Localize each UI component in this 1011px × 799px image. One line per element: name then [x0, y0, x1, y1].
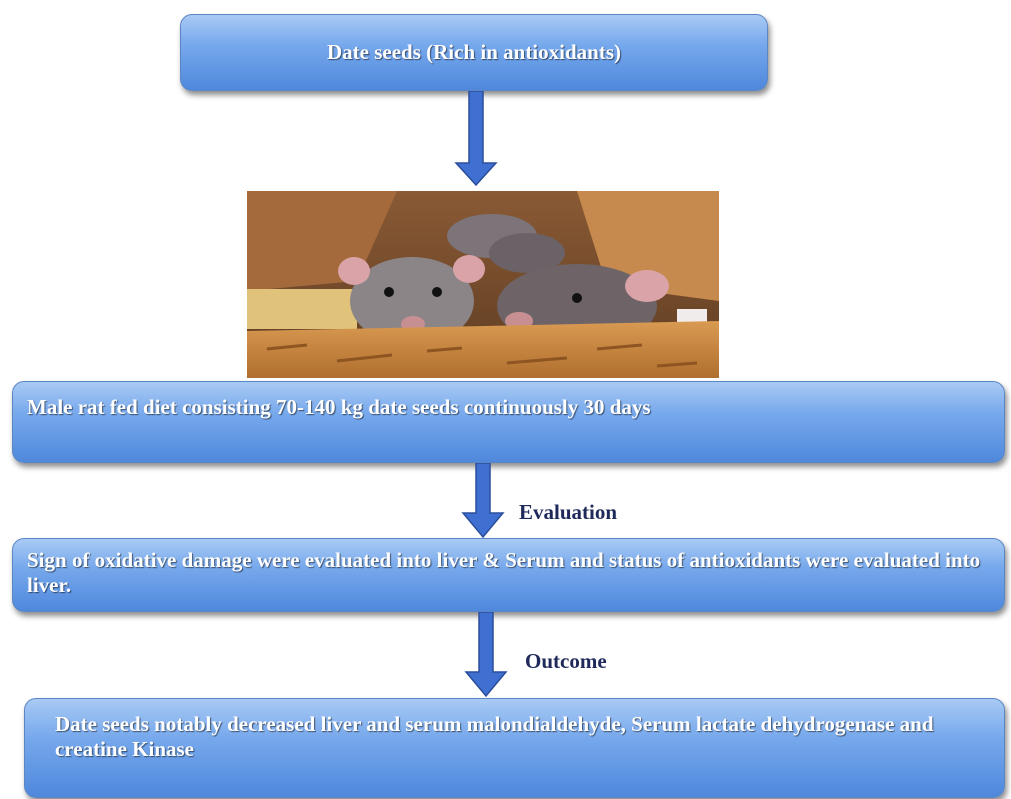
step-outcome-box: Date seeds notably decreased liver and s…	[24, 698, 1005, 798]
down-arrow-1	[454, 91, 498, 187]
step-date-seeds-text: Date seeds (Rich in antioxidants)	[326, 40, 621, 64]
step-male-rat-diet-text: Male rat fed diet consisting 70-140 kg d…	[27, 395, 651, 419]
step-oxidative-damage-box: Sign of oxidative damage were evaluated …	[12, 538, 1005, 612]
evaluation-label: Evaluation	[519, 500, 618, 524]
step-male-rat-diet-box: Male rat fed diet consisting 70-140 kg d…	[12, 381, 1005, 463]
step-outcome-text: Date seeds notably decreased liver and s…	[55, 712, 934, 761]
outcome-label: Outcome	[525, 649, 607, 673]
step-oxidative-damage-text: Sign of oxidative damage were evaluated …	[27, 548, 981, 597]
down-arrow-3	[464, 612, 508, 698]
down-arrow-2	[461, 463, 505, 539]
step-date-seeds-box: Date seeds (Rich in antioxidants)	[180, 14, 768, 91]
rats-photo	[247, 191, 719, 378]
